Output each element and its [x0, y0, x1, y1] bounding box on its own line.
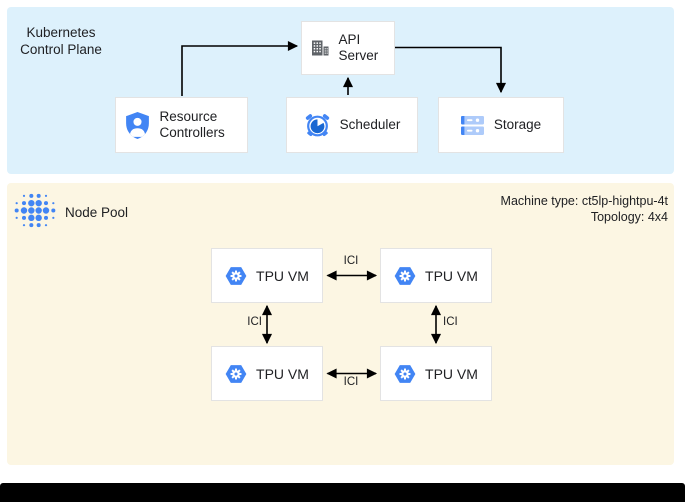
api-server-node: API Server: [301, 21, 395, 75]
machine-info: Machine type: ct5lp-hightpu-4t Topology:…: [501, 194, 668, 225]
node-pool-dots-icon: [14, 193, 56, 228]
node-pool-panel: [7, 183, 674, 465]
storage-disks-icon: [460, 115, 484, 135]
storage-node: Storage: [438, 97, 564, 153]
control-plane-title: Kubernetes Control Plane: [20, 25, 102, 57]
scheduler-clock-icon: [305, 113, 329, 136]
building-icon: [311, 40, 328, 56]
api-server-label: API Server: [338, 32, 379, 63]
ici-label-left: ICI: [247, 316, 262, 328]
gke-hexagon-icon: [394, 364, 416, 384]
tpu-vm-label: TPU VM: [425, 267, 478, 284]
ici-label-right: ICI: [443, 316, 458, 328]
tpu-vm-node-bottom-left: TPU VM: [211, 346, 323, 401]
tpu-vm-node-top-left: TPU VM: [211, 248, 323, 303]
shield-user-icon: [125, 111, 149, 139]
gke-hexagon-icon: [225, 364, 247, 384]
tpu-vm-label: TPU VM: [256, 267, 309, 284]
gke-hexagon-icon: [394, 266, 416, 286]
resource-controllers-node: Resource Controllers: [115, 97, 248, 153]
node-pool-title: Node Pool: [65, 205, 129, 220]
topology-text: Topology: 4x4: [590, 209, 668, 224]
gke-hexagon-icon: [225, 266, 247, 286]
storage-label: Storage: [493, 117, 542, 132]
tpu-vm-node-top-right: TPU VM: [380, 248, 492, 303]
bottom-bar: [0, 483, 685, 502]
tpu-vm-label: TPU VM: [256, 365, 309, 382]
ici-label-bottom: ICI: [343, 376, 359, 388]
scheduler-node: Scheduler: [286, 97, 418, 153]
machine-type-text: Machine type: ct5lp-hightpu-4t: [500, 194, 668, 208]
tpu-vm-node-bottom-right: TPU VM: [380, 346, 492, 401]
ici-label-top: ICI: [343, 255, 359, 267]
scheduler-label: Scheduler: [339, 117, 401, 132]
resource-controllers-label: Resource Controllers: [159, 109, 225, 140]
tpu-vm-label: TPU VM: [425, 365, 478, 382]
